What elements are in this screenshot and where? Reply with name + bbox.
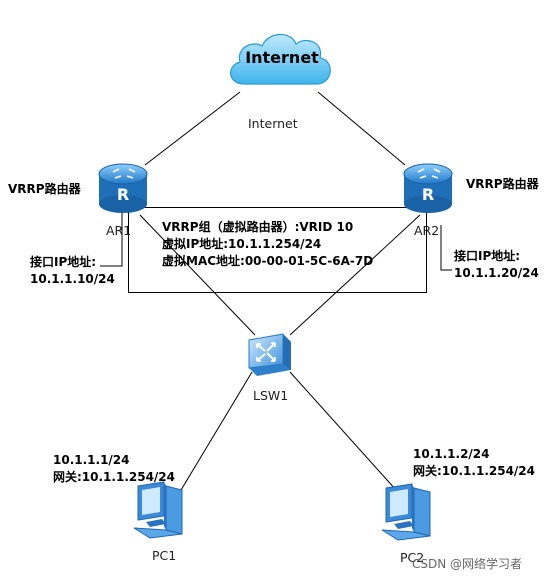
- pc1-gateway: 网关:10.1.1.254/24: [53, 470, 176, 484]
- ar1-ip-leader: [100, 207, 123, 267]
- internet-cloud: Internet: [222, 26, 336, 98]
- vrrp-group-box: [128, 207, 427, 293]
- pc-icon: [133, 481, 183, 539]
- ar2-ip: 10.1.1.20/24: [454, 266, 539, 280]
- pc2-ip: 10.1.1.2/24: [413, 447, 490, 461]
- pc2-name: PC2: [400, 550, 425, 565]
- link-lsw1-pc2: [289, 371, 406, 501]
- pc1: [132, 480, 188, 542]
- pc1-name: PC1: [152, 548, 177, 563]
- link-lsw1-pc1: [174, 371, 253, 501]
- ar2-role-label: VRRP路由器: [466, 177, 539, 191]
- switch-lsw1: [243, 330, 295, 378]
- vrrp-virtual-ip: 虚拟IP地址:10.1.1.254/24: [162, 237, 322, 251]
- ar1-role-label: VRRP路由器: [8, 182, 81, 196]
- lsw1-name: LSW1: [253, 388, 289, 403]
- watermark: CSDN @网络学习者: [412, 557, 523, 571]
- pc2: [380, 482, 436, 544]
- svg-text:R: R: [422, 185, 434, 204]
- pc2-gateway: 网关:10.1.1.254/24: [413, 464, 536, 478]
- router-icon: R: [98, 163, 148, 213]
- link-internet-ar1: [144, 91, 241, 166]
- vrrp-group-vrid: VRRP组（虚拟路由器）:VRID 10: [162, 220, 354, 234]
- ar1-ip: 10.1.1.10/24: [30, 272, 115, 286]
- vrrp-virtual-mac: 虚拟MAC地址:00-00-01-5C-6A-7D: [162, 254, 374, 268]
- ar2-name: AR2: [414, 223, 440, 238]
- cloud-icon: [230, 33, 331, 85]
- link-ar2-lsw1: [289, 214, 421, 336]
- router-ar2: R: [400, 160, 456, 216]
- link-internet-ar2: [317, 91, 406, 166]
- ar2-ip-label: 接口IP地址:: [454, 249, 521, 263]
- router-ar1: R: [95, 160, 151, 216]
- link-ar1-lsw1: [139, 214, 256, 336]
- ar1-ip-label: 接口IP地址:: [30, 255, 97, 269]
- router-icon: R: [403, 163, 453, 213]
- internet-label: Internet: [248, 116, 298, 131]
- svg-text:R: R: [117, 185, 129, 204]
- ar2-ip-leader: [440, 225, 452, 271]
- pc1-ip: 10.1.1.1/24: [53, 453, 130, 467]
- internet-cloud-title: Internet: [245, 48, 319, 67]
- switch-icon: [248, 333, 291, 376]
- ar1-name: AR1: [106, 223, 132, 238]
- pc-icon: [381, 483, 431, 541]
